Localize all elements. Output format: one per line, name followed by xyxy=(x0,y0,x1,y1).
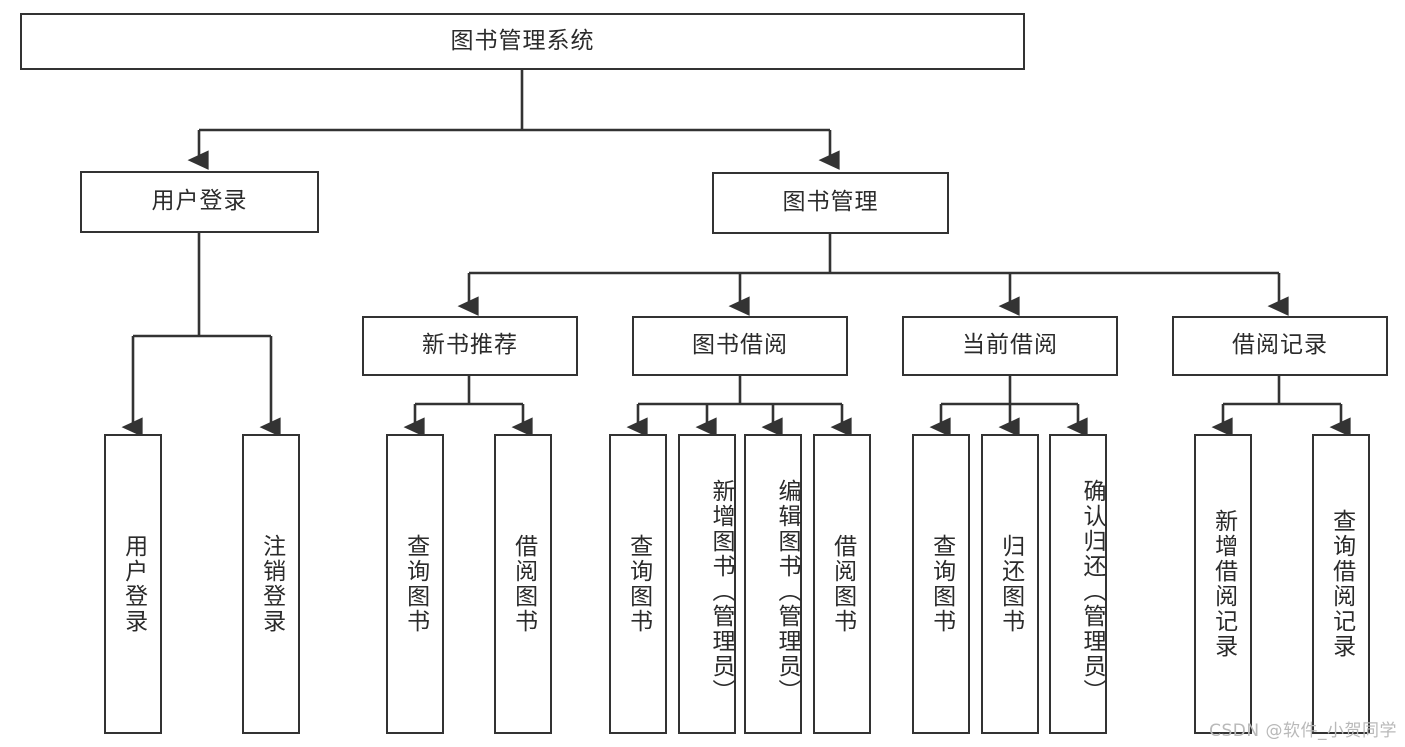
leaf-confirm-return-admin[interactable]: 确认归还（管理员） xyxy=(1049,434,1107,734)
node-current-borrow-label: 当前借阅 xyxy=(962,332,1058,359)
node-borrow-record[interactable]: 借阅记录 xyxy=(1172,316,1388,376)
node-user-login[interactable]: 用户登录 xyxy=(80,171,319,233)
leaf-user-login[interactable]: 用户登录 xyxy=(104,434,162,734)
leaf-add-book-admin-label: 新增图书（管理员） xyxy=(708,478,734,704)
leaf-return-book[interactable]: 归还图书 xyxy=(981,434,1039,734)
leaf-borrow-book-2[interactable]: 借阅图书 xyxy=(813,434,871,734)
leaf-borrow-book-2-label: 借阅图书 xyxy=(829,534,856,634)
leaf-query-book-2-label: 查询图书 xyxy=(625,534,652,634)
node-root-label: 图书管理系统 xyxy=(450,27,595,54)
leaf-add-borrow-record-label: 新增借阅记录 xyxy=(1210,509,1237,659)
watermark-text: CSDN @软件_小贺同学 xyxy=(1209,721,1397,741)
leaf-return-book-label: 归还图书 xyxy=(997,534,1024,634)
leaf-query-borrow-record-label: 查询借阅记录 xyxy=(1328,509,1355,659)
leaf-query-book-3-label: 查询图书 xyxy=(928,534,955,634)
leaf-borrow-book-1[interactable]: 借阅图书 xyxy=(494,434,552,734)
leaf-edit-book-admin[interactable]: 编辑图书（管理员） xyxy=(744,434,802,734)
leaf-borrow-book-1-label: 借阅图书 xyxy=(510,534,537,634)
leaf-query-borrow-record[interactable]: 查询借阅记录 xyxy=(1312,434,1370,734)
leaf-query-book-1[interactable]: 查询图书 xyxy=(386,434,444,734)
leaf-user-login-label: 用户登录 xyxy=(120,534,147,634)
node-borrow-record-label: 借阅记录 xyxy=(1232,332,1328,359)
node-book-manage-label: 图书管理 xyxy=(782,189,879,216)
node-current-borrow[interactable]: 当前借阅 xyxy=(902,316,1118,376)
node-new-book-recommend[interactable]: 新书推荐 xyxy=(362,316,578,376)
node-book-manage[interactable]: 图书管理 xyxy=(712,172,949,234)
leaf-query-book-1-label: 查询图书 xyxy=(402,534,429,634)
leaf-query-book-2[interactable]: 查询图书 xyxy=(609,434,667,734)
leaf-confirm-return-admin-label: 确认归还（管理员） xyxy=(1079,478,1105,704)
leaf-add-book-admin[interactable]: 新增图书（管理员） xyxy=(678,434,736,734)
node-book-borrow-label: 图书借阅 xyxy=(692,332,788,359)
node-user-login-label: 用户登录 xyxy=(151,188,248,215)
leaf-edit-book-admin-label: 编辑图书（管理员） xyxy=(774,478,800,704)
node-root[interactable]: 图书管理系统 xyxy=(20,13,1025,70)
leaf-query-book-3[interactable]: 查询图书 xyxy=(912,434,970,734)
leaf-logout[interactable]: 注销登录 xyxy=(242,434,300,734)
node-book-borrow[interactable]: 图书借阅 xyxy=(632,316,848,376)
node-new-book-recommend-label: 新书推荐 xyxy=(422,332,518,359)
leaf-add-borrow-record[interactable]: 新增借阅记录 xyxy=(1194,434,1252,734)
leaf-logout-label: 注销登录 xyxy=(258,534,285,634)
